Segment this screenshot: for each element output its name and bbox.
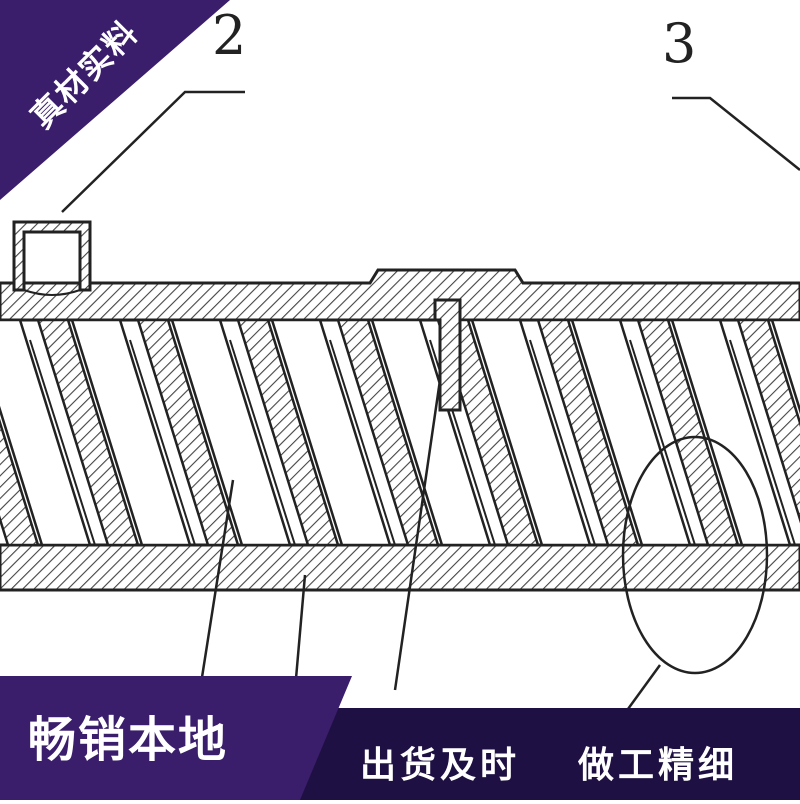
bottom-wall <box>0 543 800 592</box>
spiral-band <box>770 318 800 415</box>
corner-badge <box>0 0 230 200</box>
t-bar-insert <box>433 298 462 412</box>
detail-circle <box>621 435 769 675</box>
spiral-edge-line <box>129 339 196 546</box>
spiral-edge-line <box>529 339 596 546</box>
bottom-right-text-a: 出货及时 <box>360 745 521 786</box>
component-2-cap-inner <box>23 289 81 296</box>
spiral-edge-line <box>329 339 396 546</box>
bottom-right-text-b: 做工精细 <box>578 745 739 786</box>
bottom-left-badge-text: 畅销本地 <box>28 712 229 768</box>
spiral-bands <box>0 318 800 547</box>
callout-label-3: 3 <box>662 12 697 75</box>
leader-line-3 <box>672 96 800 171</box>
spiral-edge-line <box>629 339 696 546</box>
leader-line-lower-1 <box>198 479 235 691</box>
component-2-cap <box>12 220 92 292</box>
top-wall <box>0 268 800 322</box>
callout-label-2: 2 <box>212 4 247 67</box>
leader-line-2 <box>61 90 245 213</box>
leader-line-lower-2 <box>293 574 307 691</box>
spiral-groove <box>0 418 40 547</box>
leader-line-lower-3 <box>393 379 442 691</box>
spiral-edge-line <box>29 339 96 546</box>
spiral-edge-line <box>729 339 796 546</box>
spiral-edge-line <box>229 339 296 546</box>
bottom-banner-left <box>0 676 352 800</box>
